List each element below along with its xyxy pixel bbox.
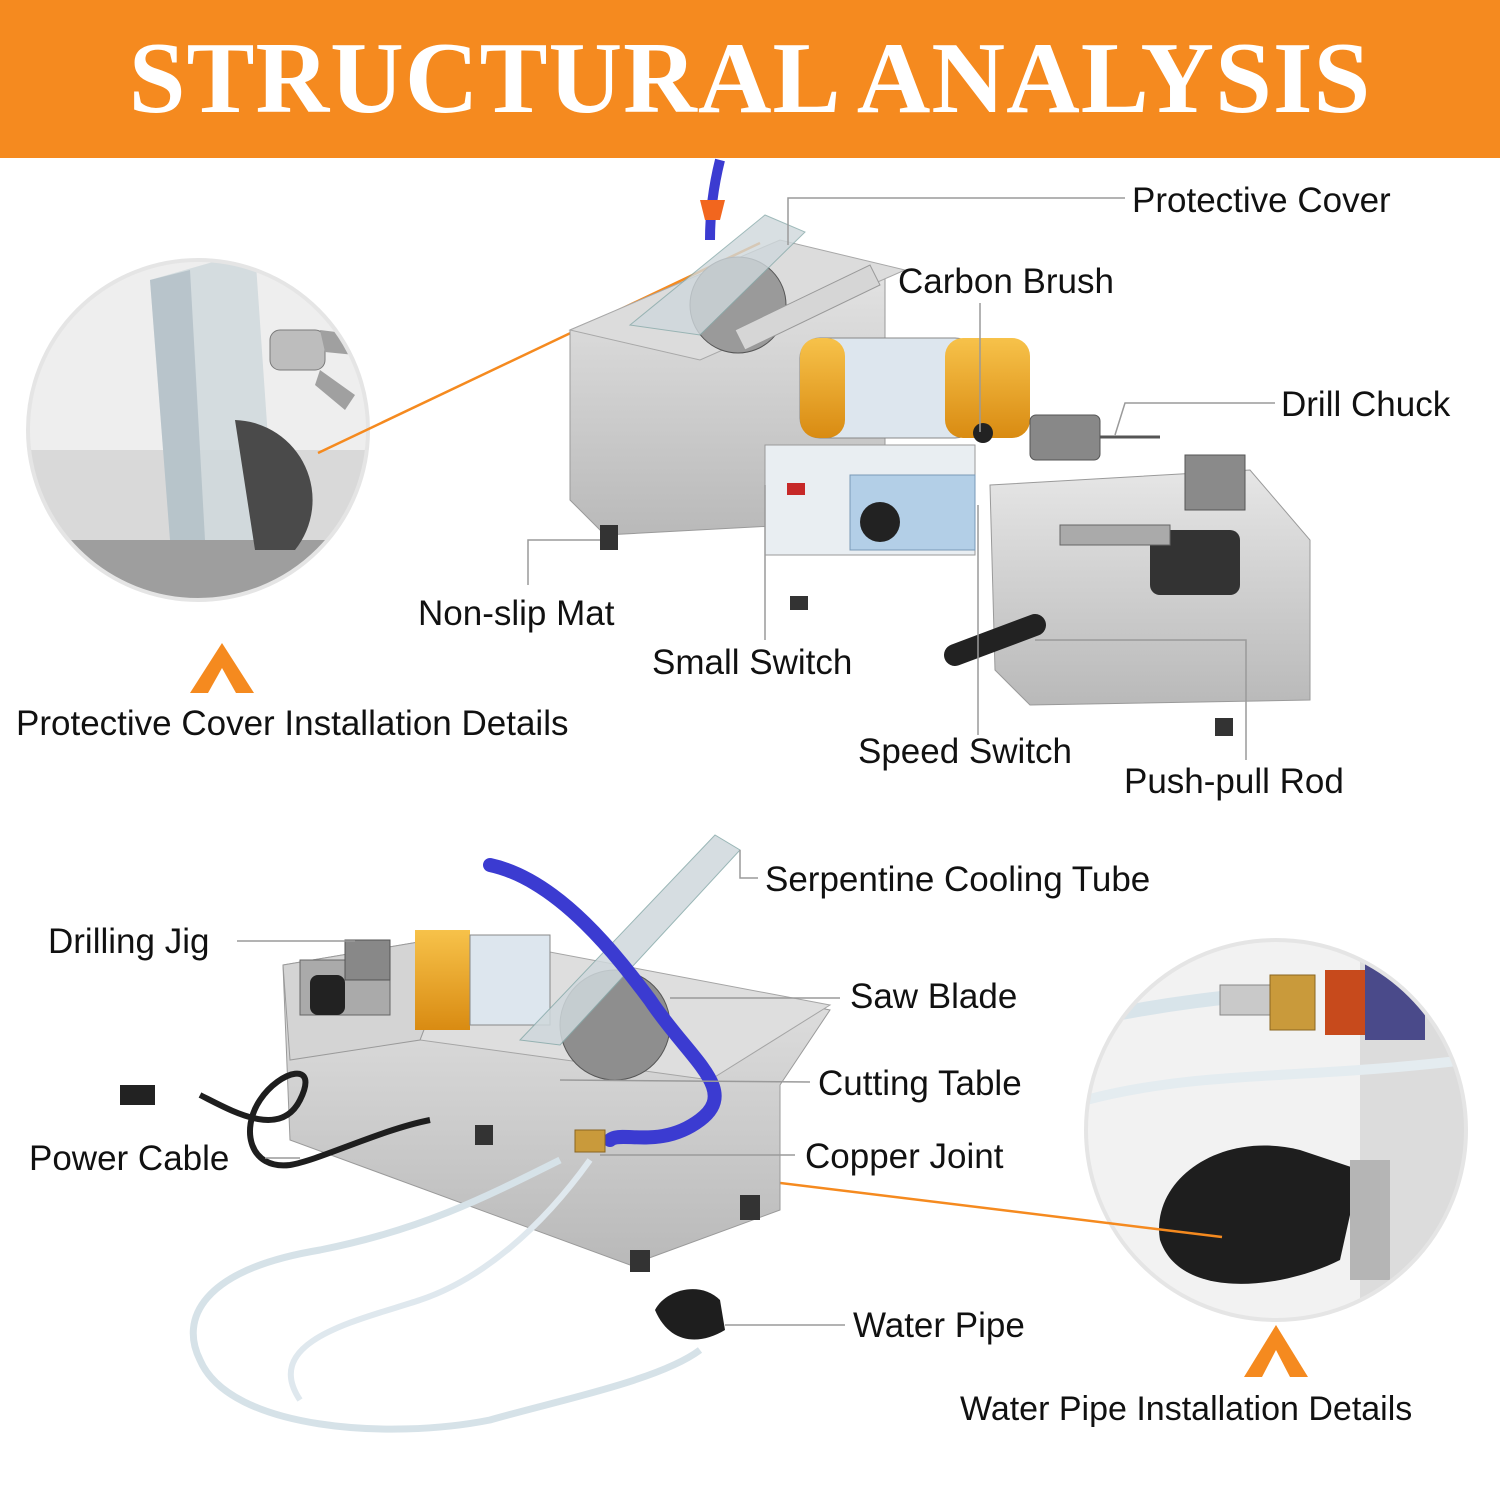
water-pipe-detail-circle <box>1086 940 1466 1320</box>
label-saw-blade: Saw Blade <box>850 977 1018 1016</box>
bottom-circle-border <box>1084 938 1468 1322</box>
top-detail-leader <box>317 241 761 455</box>
label-drill-chuck: Drill Chuck <box>1281 385 1451 424</box>
bottom-leader-lines <box>237 850 845 1326</box>
label-carbon-brush: Carbon Brush <box>898 262 1114 301</box>
label-power-cable: Power Cable <box>29 1139 230 1178</box>
label-push-pull-rod: Push-pull Rod <box>1124 762 1344 801</box>
label-speed-switch: Speed Switch <box>858 732 1073 771</box>
protective-cover-detail-circle <box>28 260 368 600</box>
label-drilling-jig: Drilling Jig <box>48 922 210 961</box>
caption-protective-cover-details: Protective Cover Installation Details <box>16 704 569 743</box>
label-non-slip-mat: Non-slip Mat <box>418 594 615 633</box>
label-copper-joint: Copper Joint <box>805 1137 1004 1176</box>
label-cutting-table: Cutting Table <box>818 1064 1022 1103</box>
top-leader-lines <box>527 197 1275 760</box>
page-title: STRUCTURAL ANALYSIS <box>128 22 1372 135</box>
title-banner <box>0 0 1500 158</box>
top-machine <box>568 158 1311 736</box>
caption-water-pipe-details: Water Pipe Installation Details <box>960 1390 1413 1428</box>
label-small-switch: Small Switch <box>652 643 853 682</box>
bottom-machine <box>120 834 832 1433</box>
label-water-pipe: Water Pipe <box>853 1306 1025 1345</box>
label-serpentine-cooling-tube: Serpentine Cooling Tube <box>765 860 1151 899</box>
label-protective-cover: Protective Cover <box>1132 181 1391 220</box>
